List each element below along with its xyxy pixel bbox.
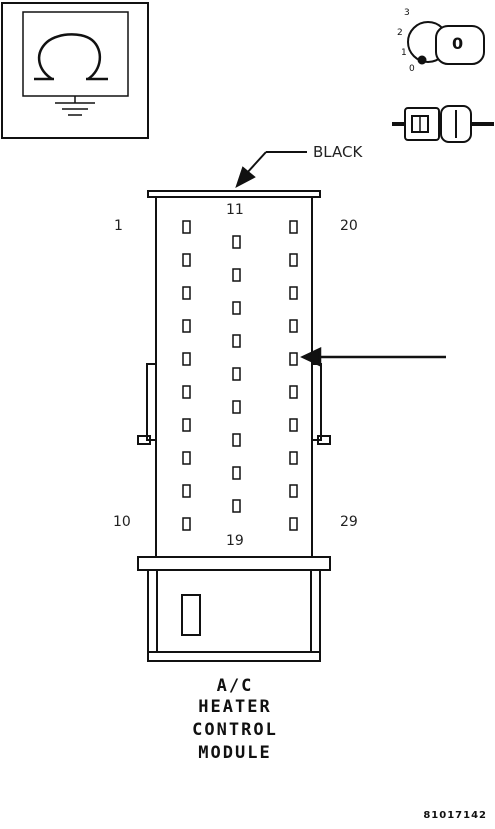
middle-column-pin-cavity — [232, 235, 241, 249]
right-column-pin-cavity — [289, 352, 298, 366]
right-column-pin-cavity — [289, 517, 298, 531]
right-column-pin-cavity — [289, 319, 298, 333]
pin-label-1: 1 — [114, 218, 123, 234]
pin-indicator-arrow — [300, 347, 446, 367]
left-column-pin-cavity — [182, 253, 191, 267]
left-column-pin-cavity — [182, 352, 191, 366]
connector-housing — [137, 190, 331, 662]
module-title-line-2: HEATER — [198, 697, 272, 717]
middle-column-pin-cavity — [232, 499, 241, 513]
right-column-pin-cavity — [289, 451, 298, 465]
pin-label-19: 19 — [226, 533, 244, 549]
connector-color-label: BLACK — [313, 143, 363, 161]
connector-pin-cavities — [182, 220, 298, 531]
left-column-pin-cavity — [182, 517, 191, 531]
pin-label-11: 11 — [226, 202, 244, 218]
left-column-pin-cavity — [182, 220, 191, 234]
middle-column-pin-cavity — [232, 334, 241, 348]
middle-column-pin-cavity — [232, 466, 241, 480]
module-title-line-4: MODULE — [198, 743, 272, 763]
ignition-key-label: 0 — [452, 34, 464, 53]
ignition-position-3: 3 — [404, 8, 410, 18]
connector-disconnect-icon — [392, 105, 494, 143]
middle-column-pin-cavity — [232, 301, 241, 315]
ignition-position-2: 2 — [397, 28, 403, 38]
module-title-line-3: CONTROL — [192, 720, 278, 740]
middle-column-pin-cavity — [232, 433, 241, 447]
ignition-position-0: 0 — [409, 64, 415, 74]
left-column-pin-cavity — [182, 319, 191, 333]
left-column-pin-cavity — [182, 451, 191, 465]
right-column-pin-cavity — [289, 253, 298, 267]
left-column-pin-cavity — [182, 418, 191, 432]
right-column-pin-cavity — [289, 286, 298, 300]
left-column-pin-cavity — [182, 484, 191, 498]
module-title-line-1: A/C — [216, 676, 254, 696]
right-column-pin-cavity — [289, 418, 298, 432]
right-column-pin-cavity — [289, 484, 298, 498]
ignition-key-icon — [407, 21, 485, 65]
middle-column-pin-cavity — [232, 367, 241, 381]
middle-column-pin-cavity — [232, 400, 241, 414]
pin-label-20: 20 — [340, 218, 358, 234]
figure-number: 81017142 — [423, 810, 487, 821]
ohmmeter-ground-icon — [1, 2, 149, 139]
pin-label-10: 10 — [113, 514, 131, 530]
ignition-position-1: 1 — [401, 48, 407, 58]
pin-label-29: 29 — [340, 514, 358, 530]
middle-column-pin-cavity — [232, 268, 241, 282]
left-column-pin-cavity — [182, 286, 191, 300]
black-label-leader — [235, 151, 307, 189]
right-column-pin-cavity — [289, 220, 298, 234]
left-column-pin-cavity — [182, 385, 191, 399]
right-column-pin-cavity — [289, 385, 298, 399]
